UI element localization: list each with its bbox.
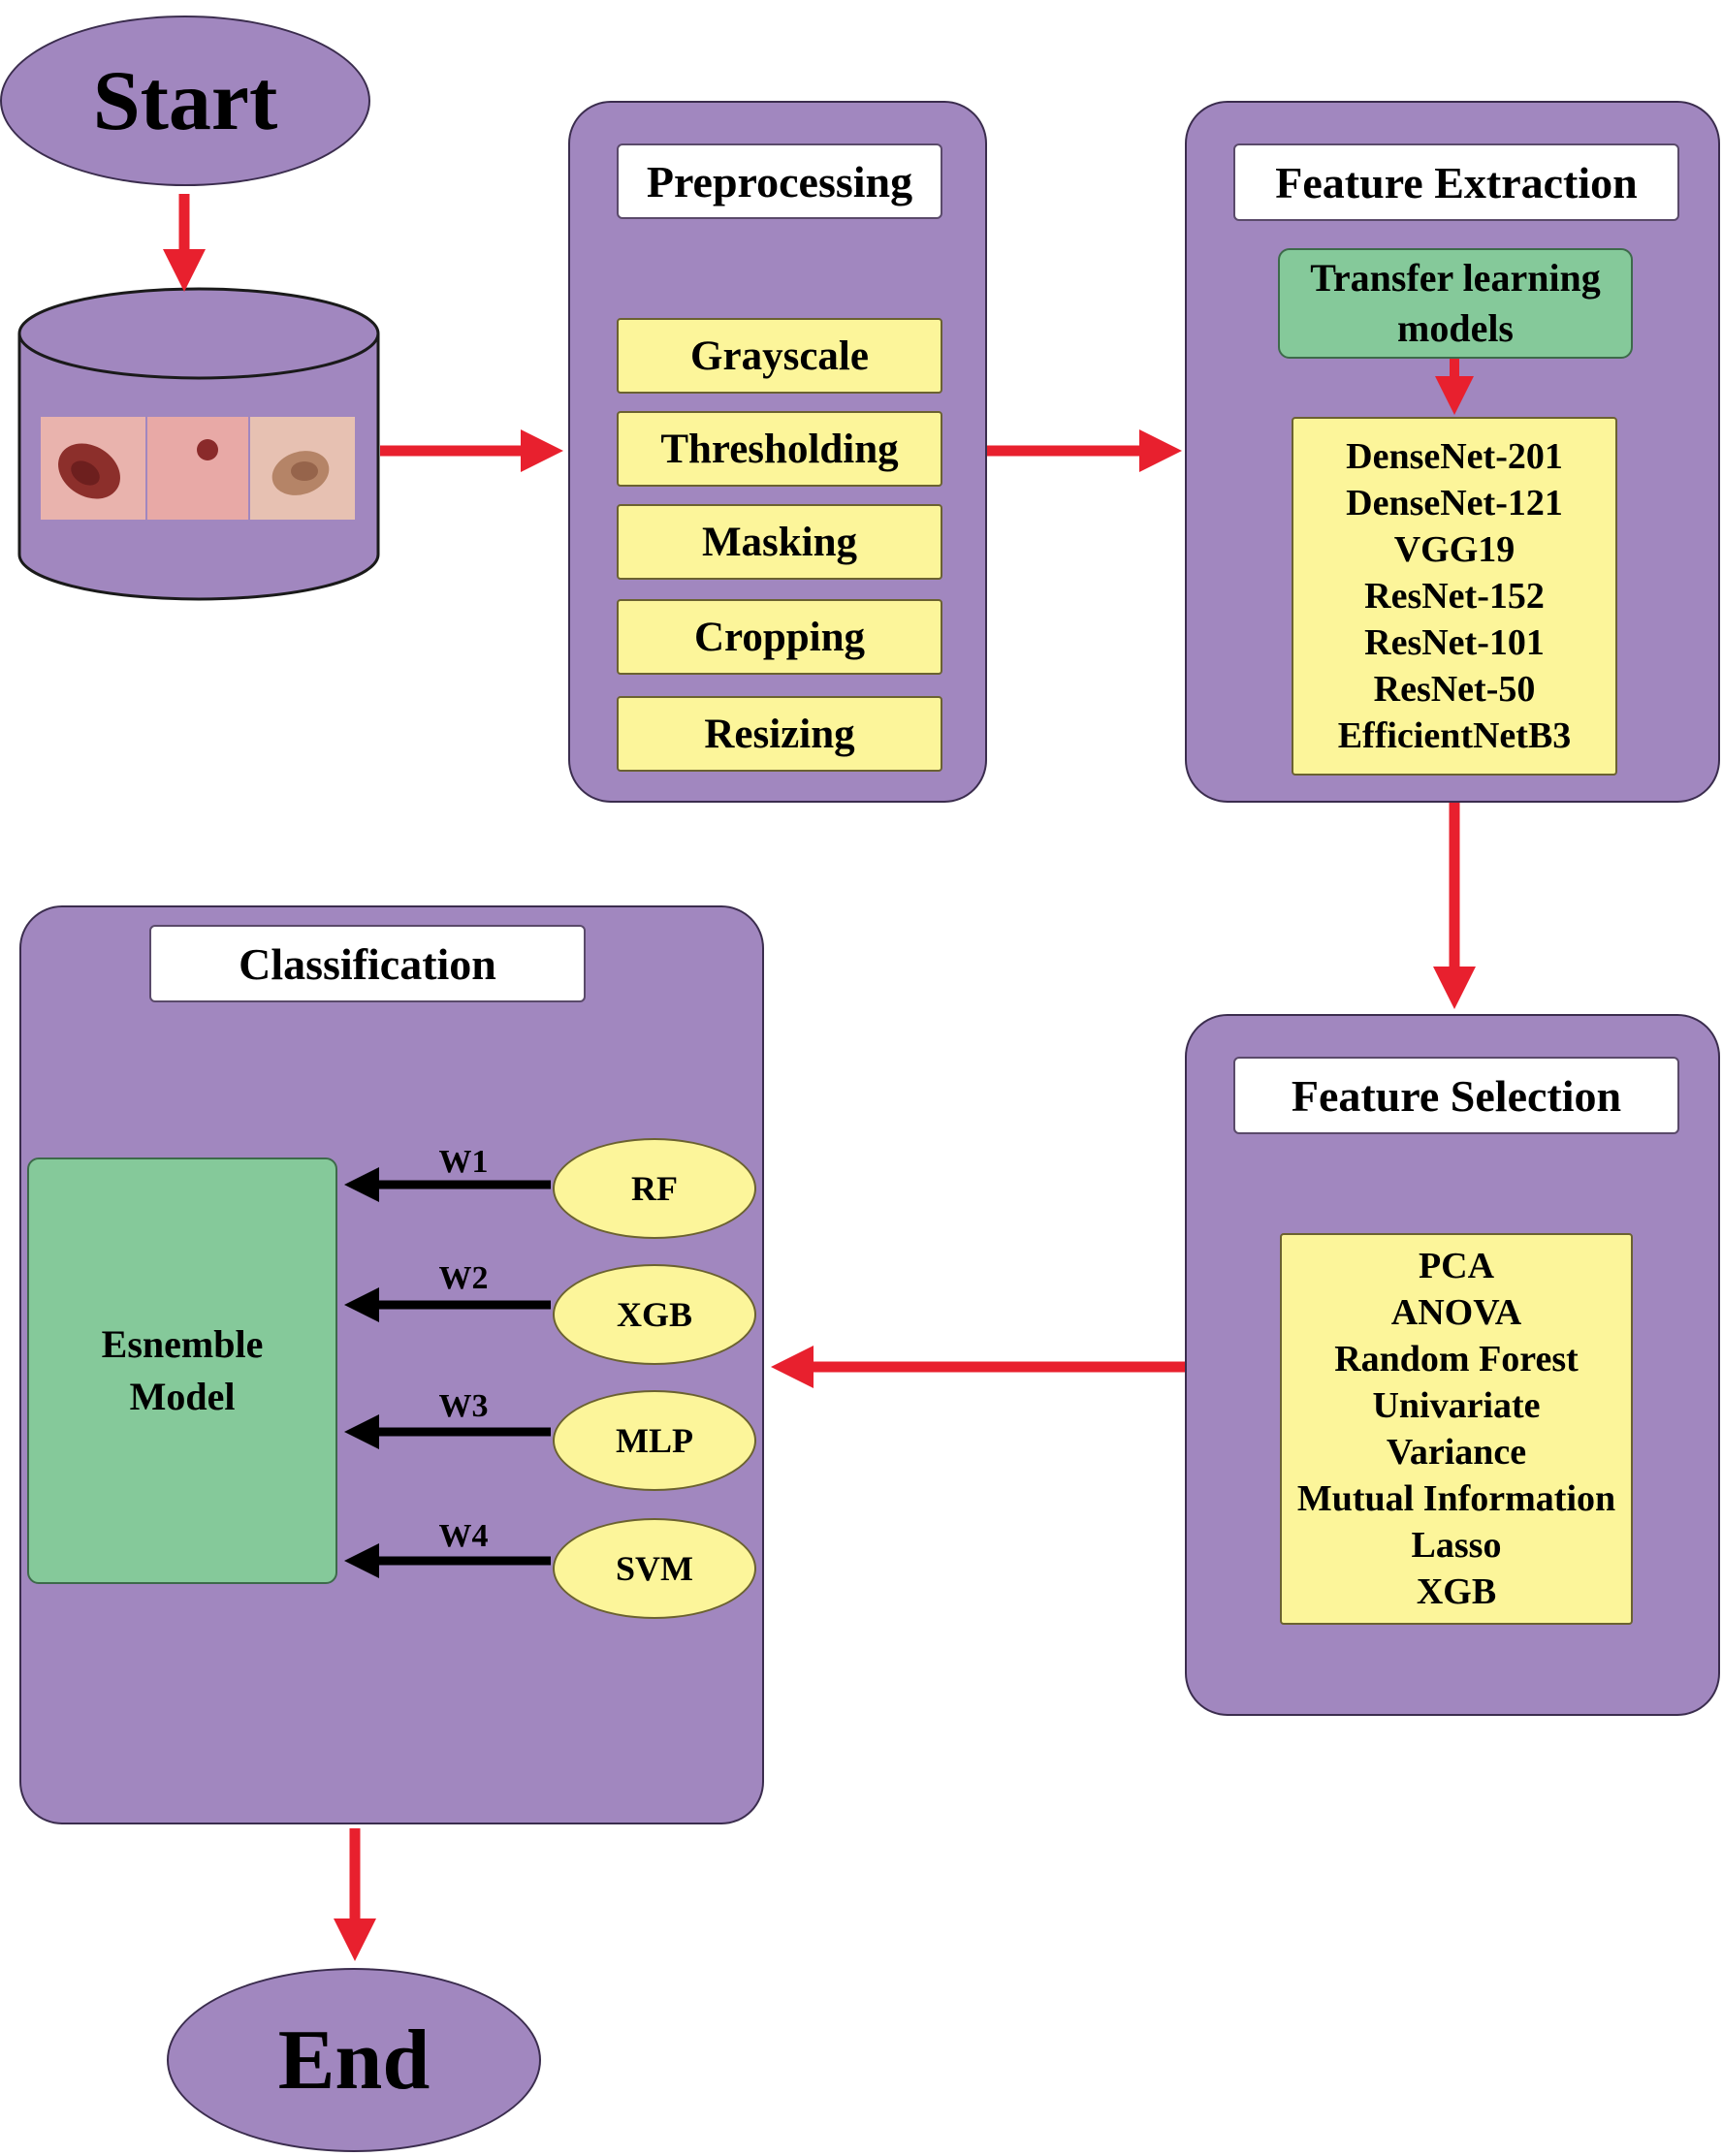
selection-method-list: PCA ANOVA Random Forest Univariate Varia…	[1280, 1233, 1633, 1625]
transfer-learning-box: Transfer learning models	[1278, 248, 1633, 359]
model-item: ResNet-50	[1373, 669, 1536, 710]
end-label: End	[277, 2013, 431, 2108]
classifier-label: XGB	[616, 1295, 692, 1334]
method-item: Random Forest	[1334, 1339, 1579, 1379]
weight-label-w3: W3	[438, 1388, 489, 1424]
method-item: XGB	[1416, 1571, 1497, 1612]
model-item: VGG19	[1393, 529, 1516, 570]
classifier-label: RF	[631, 1169, 678, 1208]
lesion-icon	[271, 451, 330, 495]
method-item: PCA	[1418, 1246, 1495, 1286]
method-item: Variance	[1386, 1432, 1527, 1473]
method-item: Lasso	[1411, 1525, 1502, 1566]
weight-label-w2: W2	[438, 1260, 489, 1296]
ensemble-model-box: Esnemble Model	[27, 1157, 337, 1584]
classifier-label: MLP	[616, 1421, 693, 1460]
model-item: DenseNet-201	[1346, 436, 1563, 477]
model-list: DenseNet-201 DenseNet-121 VGG19 ResNet-1…	[1292, 417, 1617, 776]
lesion-icon	[197, 439, 218, 460]
step-cropping: Cropping	[617, 599, 942, 675]
end-node: End	[167, 1968, 541, 2152]
feature-extraction-panel: Feature Extraction Transfer learning mod…	[1185, 101, 1720, 803]
classifier-xgb: XGB	[553, 1264, 756, 1365]
model-item: ResNet-152	[1364, 576, 1545, 617]
start-label: Start	[92, 53, 278, 148]
classifier-rf: RF	[553, 1138, 756, 1239]
feature-extraction-title: Feature Extraction	[1233, 143, 1679, 221]
step-grayscale: Grayscale	[617, 318, 942, 394]
model-item: EfficientNetB3	[1337, 715, 1572, 756]
transfer-learning-label: Transfer learning models	[1310, 256, 1601, 350]
feature-selection-panel: Feature Selection PCA ANOVA Random Fores…	[1185, 1014, 1720, 1716]
classification-title: Classification	[149, 925, 586, 1002]
lesion-image-3	[250, 417, 355, 520]
step-thresholding: Thresholding	[617, 411, 942, 487]
preprocessing-panel: Preprocessing Grayscale Thresholding Mas…	[568, 101, 987, 803]
step-resizing: Resizing	[617, 696, 942, 772]
feature-selection-title: Feature Selection	[1233, 1057, 1679, 1134]
lesion-image-1	[41, 417, 145, 520]
method-item: ANOVA	[1390, 1292, 1522, 1333]
weight-label-w4: W4	[438, 1518, 489, 1554]
classifier-label: SVM	[616, 1549, 693, 1588]
classification-panel: Classification Esnemble Model W1 W2 W3 W…	[19, 905, 764, 1824]
start-node: Start	[0, 16, 370, 186]
step-masking: Masking	[617, 504, 942, 580]
classifier-mlp: MLP	[553, 1390, 756, 1491]
classifier-svm: SVM	[553, 1518, 756, 1619]
lesion-icon	[58, 443, 120, 499]
model-item: ResNet-101	[1364, 622, 1545, 663]
preprocessing-title: Preprocessing	[617, 143, 942, 219]
lesion-image-2	[147, 417, 248, 520]
method-item: Univariate	[1372, 1385, 1541, 1426]
method-item: Mutual Information	[1296, 1478, 1616, 1519]
weight-label-w1: W1	[438, 1144, 489, 1180]
model-item: DenseNet-121	[1346, 483, 1563, 523]
ensemble-model-label: Esnemble Model	[101, 1322, 264, 1418]
